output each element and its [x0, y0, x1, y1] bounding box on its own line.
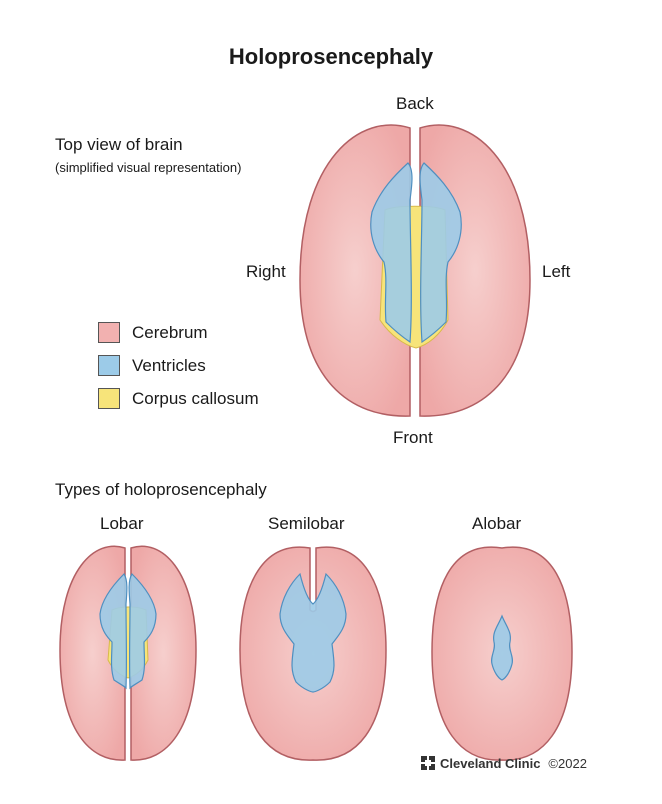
main-brain [299, 124, 531, 417]
semilobar-ventricles [279, 572, 347, 693]
main-brain-right-ventricle [370, 162, 413, 344]
legend-item-cerebrum: Cerebrum [98, 322, 208, 343]
legend: Cerebrum Ventricles Corpus callosum [98, 322, 318, 422]
direction-front: Front [393, 428, 433, 447]
credit-brand: Cleveland Clinic [440, 755, 541, 771]
type-label-semilobar: Semilobar [268, 514, 345, 533]
page-title: Holoprosencephaly [228, 44, 434, 69]
legend-item-corpus-callosum: Corpus callosum [98, 388, 259, 409]
lobar-right-ventricle [99, 573, 128, 690]
main-brain-left-ventricle [419, 162, 462, 344]
top-view-note: (simplified visual representation) [55, 160, 242, 175]
semilobar-brain [239, 546, 387, 761]
alobar-ventricle [490, 614, 514, 681]
direction-right: Right [246, 262, 286, 281]
type-label-lobar: Lobar [100, 514, 144, 533]
cleveland-clinic-logo-icon [421, 756, 435, 770]
types-heading: Types of holoprosencephaly [55, 480, 267, 499]
lobar-brain [59, 545, 197, 761]
lobar-left-ventricle [128, 573, 157, 690]
legend-swatch-cerebrum [98, 322, 120, 343]
credit-year: ©2022 [548, 755, 587, 771]
legend-item-ventricles: Ventricles [98, 355, 206, 376]
top-view-heading: Top view of brain [55, 135, 183, 154]
legend-label: Corpus callosum [132, 388, 259, 408]
direction-back: Back [396, 94, 434, 113]
credit: Cleveland Clinic ©2022 [420, 755, 587, 771]
type-label-alobar: Alobar [472, 514, 522, 533]
legend-label: Cerebrum [132, 322, 208, 342]
direction-left: Left [542, 262, 571, 281]
legend-swatch-ventricles [98, 355, 120, 376]
legend-label: Ventricles [132, 355, 206, 375]
alobar-brain [431, 546, 573, 761]
legend-swatch-corpus-callosum [98, 388, 120, 409]
